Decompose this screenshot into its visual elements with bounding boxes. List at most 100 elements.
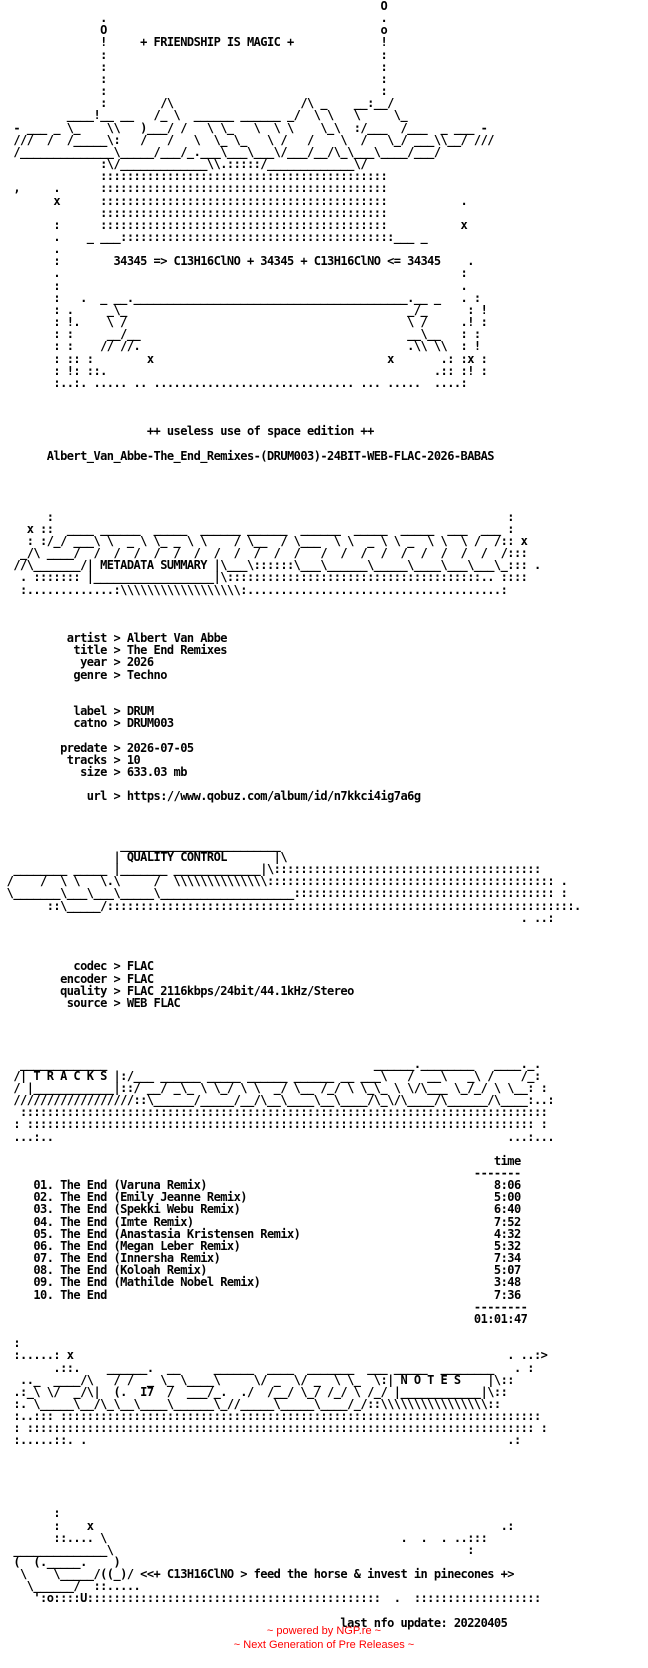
- nfo-line: ::::::::::::::::::::::::::::::::::::::::…: [0, 169, 388, 184]
- nfo-line: ::::::::::::::::::::::::::::::::::::::::…: [0, 205, 388, 220]
- nfo-line: genre > Techno: [0, 667, 167, 682]
- nfo-line: :: [0, 1506, 61, 1521]
- nfo-line: : ::::::::::::::::::::::::::::::::::::::…: [0, 1421, 548, 1436]
- nfo-line: ++ useless use of space edition ++: [0, 424, 375, 439]
- nfo-line: . _ ___:::::::::::::::::::::::::::::::::…: [0, 229, 428, 244]
- nfo-line: //\_______/| METADATA SUMMARY |\___\::::…: [0, 558, 541, 573]
- nfo-line: _/\ ____/ / / / / / / / / / / / / / / / …: [0, 546, 528, 561]
- nfo-line: //////////////////::\______/_____/__/\__…: [0, 1093, 554, 1108]
- nfo-line: predate > 2026-07-05: [0, 740, 194, 755]
- nfo-line: :.....::. . .:: [0, 1433, 521, 1448]
- nfo-line: . ::::::: |__________________|\:::::::::…: [0, 570, 528, 585]
- nfo-line: : . _ __._______________________________…: [0, 290, 481, 305]
- nfo-line: ...:.. ...:...: [0, 1129, 554, 1144]
- nfo-line: time: [0, 1153, 521, 1168]
- nfo-line: : !: ::. .:: :! :: [0, 363, 488, 378]
- nfo-line: / |____________|::/ __/ _\_ \ \_/ \ \ _/…: [0, 1080, 548, 1095]
- nfo-line: _____________ ______.________ ____._.: [0, 1056, 541, 1071]
- nfo-line: O: [0, 0, 388, 13]
- nfo-line: source > WEB FLAC: [0, 995, 181, 1010]
- nfo-line: 07. The End (Innersha Remix) 7:34: [0, 1251, 521, 1266]
- nfo-line: .:_\ \/ _/\| (. I7 / ___/_. ./ /__/ \_/ …: [0, 1384, 508, 1399]
- nfo-line: label > DRUM: [0, 704, 154, 719]
- nfo-line: ____!__ __ /_ \ ______ ______ _/ \ \ \ \…: [0, 108, 408, 123]
- nfo-line: tracks > 10: [0, 752, 141, 767]
- nfo-line: ______________\ :: [0, 1542, 474, 1557]
- nfo-line: : : __/__ __\__ : :: [0, 327, 481, 342]
- nfo-line: :.............:\\\\\\\\\\\\\\\\\\:......…: [0, 582, 508, 597]
- nfo-line: : ::::::::::::::::::::::::::::::::::::::…: [0, 1117, 548, 1132]
- nfo-line: : :/_/ ___\ \ _ \ \_ _ \ \ / \__ / \___ …: [0, 533, 528, 548]
- nfo-line: : !. \ / \ / .! :: [0, 315, 488, 330]
- nfo-line: 09. The End (Mathilde Nobel Remix) 3:48: [0, 1275, 521, 1290]
- nfo-line: . .: [0, 11, 388, 26]
- footer: ~ powered by NGP.re ~ ~ Next Generation …: [0, 1624, 648, 1652]
- nfo-line: artist > Albert Van Abbe: [0, 631, 228, 646]
- nfo-line: .._ ____/\ / / _ \_ \____\ \/ _ \/ _ \ \…: [0, 1372, 514, 1387]
- nfo-line: : /\ /\ _ __:__/: [0, 96, 394, 111]
- nfo-line: - ___ _ \_ \\ )___/ / \ \_ \ \ \ \_\ :/_…: [0, 120, 488, 135]
- nfo-line: size > 633.03 mb: [0, 764, 187, 779]
- nfo-line: 01. The End (Varuna Remix) 8:06: [0, 1178, 521, 1193]
- nfo-line: 02. The End (Emily Jeanne Remix) 5:00: [0, 1190, 521, 1205]
- nfo-line: \_______\___\___\_____\_________________…: [0, 886, 568, 901]
- nfo-line: . ..:: [0, 910, 555, 925]
- nfo-line: ::::::::::::::::::::::::::::::::::::::::…: [0, 1105, 554, 1120]
- nfo-line: : :: [0, 509, 515, 524]
- nfo-line: :\/_____________\\.:::::/_____________\/: [0, 157, 368, 172]
- nfo-line: : .: [0, 278, 468, 293]
- nfo-line: codec > FLAC: [0, 959, 154, 974]
- nfo-line: encoder > FLAC: [0, 971, 154, 986]
- nfo-line: ! + FRIENDSHIP IS MAGIC + !: [0, 35, 388, 50]
- nfo-line: \______/ ::.....: [0, 1579, 141, 1594]
- nfo-line: catno > DRUM003: [0, 716, 174, 731]
- nfo-line: , . ::::::::::::::::::::::::::::::::::::…: [0, 181, 388, 196]
- nfo-line: 04. The End (Imte Remix) 7:52: [0, 1214, 521, 1229]
- nfo-line: 08. The End (Koloah Remix) 5:07: [0, 1263, 521, 1278]
- nfo-line: 03. The End (Spekki Webu Remix) 6:40: [0, 1202, 521, 1217]
- nfo-line: ':o::::U::::::::::::::::::::::::::::::::…: [0, 1591, 541, 1606]
- nfo-line: x ::::::::::::::::::::::::::::::::::::::…: [0, 193, 468, 208]
- nfo-line: ::.... \ . . . ..:::: [0, 1530, 488, 1545]
- nfo-line: O o: [0, 23, 388, 38]
- nfo-line: /// / /_____\: / / \ \_ \_ \ / / \ / \_/…: [0, 132, 494, 147]
- nfo-line: url > https://www.qobuz.com/album/id/n7k…: [0, 789, 421, 804]
- nfo-line: 10. The End 7:36: [0, 1287, 521, 1302]
- nfo-line: -------: [0, 1166, 521, 1180]
- nfo-line: : : // //. .\\ \\ : !: [0, 339, 481, 354]
- nfo-line: : :: [0, 71, 388, 86]
- nfo-line: : . _\_ _/_ : !: [0, 302, 488, 317]
- nfo-line: : 34345 => C13H16ClNO + 34345 + C13H16Cl…: [0, 254, 474, 269]
- nfo-line: :..:. ..... .. .........................…: [0, 375, 468, 390]
- nfo-line: ( (._____. ): [0, 1555, 121, 1569]
- nfo-line: :: [0, 1336, 21, 1351]
- footer-tagline: ~ Next Generation of Pre Releases ~: [233, 1639, 415, 1651]
- nfo-line: --------: [0, 1299, 528, 1314]
- nfo-line: ________________________: [0, 837, 281, 852]
- nfo-line: : ::::::::::::::::::::::::::::::::::::::…: [0, 217, 468, 232]
- nfo-line: ::\_____/:::::::::::::::::::::::::::::::…: [0, 898, 582, 913]
- nfo-line: . :: [0, 266, 468, 281]
- nfo-line: : :: [0, 84, 388, 99]
- nfo-line: : :: [0, 59, 388, 74]
- nfo-line: 05. The End (Anastasia Kristensen Remix)…: [0, 1226, 521, 1241]
- nfo-line: \ \_____/((_)/ <<+ C13H16ClNO > feed the…: [0, 1567, 514, 1582]
- nfo-line: quality > FLAC 2116kbps/24bit/44.1kHz/St…: [0, 983, 354, 998]
- nfo-line: :. \_____\__/\_\__\____\______\_//_____\…: [0, 1396, 501, 1411]
- nfo-line: ________ _____ |_______ _____________|\:…: [0, 862, 541, 877]
- nfo-line: 01:01:47: [0, 1311, 528, 1326]
- nfo-line: Albert_Van_Abbe-The_End_Remixes-(DRUM003…: [0, 448, 495, 463]
- nfo-line: :.....: x . ..:>: [0, 1348, 548, 1363]
- powered-by-link[interactable]: ~ powered by NGP.re ~: [266, 1625, 382, 1637]
- nfo-line: year > 2026: [0, 655, 154, 670]
- nfo-line: /| T R A C K S |:/___ ______ _____ _____…: [0, 1068, 541, 1083]
- nfo-line: .: [0, 242, 61, 257]
- nfo-line: last nfo update: 20220405: [0, 1615, 508, 1630]
- nfo-line: 06. The End (Megan Leber Remix) 5:32: [0, 1238, 521, 1253]
- nfo-line: : :: [0, 47, 388, 62]
- nfo-line: .::. ______. __ ______ ____ _______ ___ …: [0, 1360, 534, 1375]
- nfo-line: :..::: :::::::::::::::::::::::::::::::::…: [0, 1409, 541, 1424]
- nfo-text: O . . O o ! + FRIENDSHIP IS MAGIC + ! :: [0, 0, 582, 1630]
- nfo-line: : x .:: [0, 1518, 514, 1533]
- nfo-line: | QUALITY CONTROL |\: [0, 849, 288, 864]
